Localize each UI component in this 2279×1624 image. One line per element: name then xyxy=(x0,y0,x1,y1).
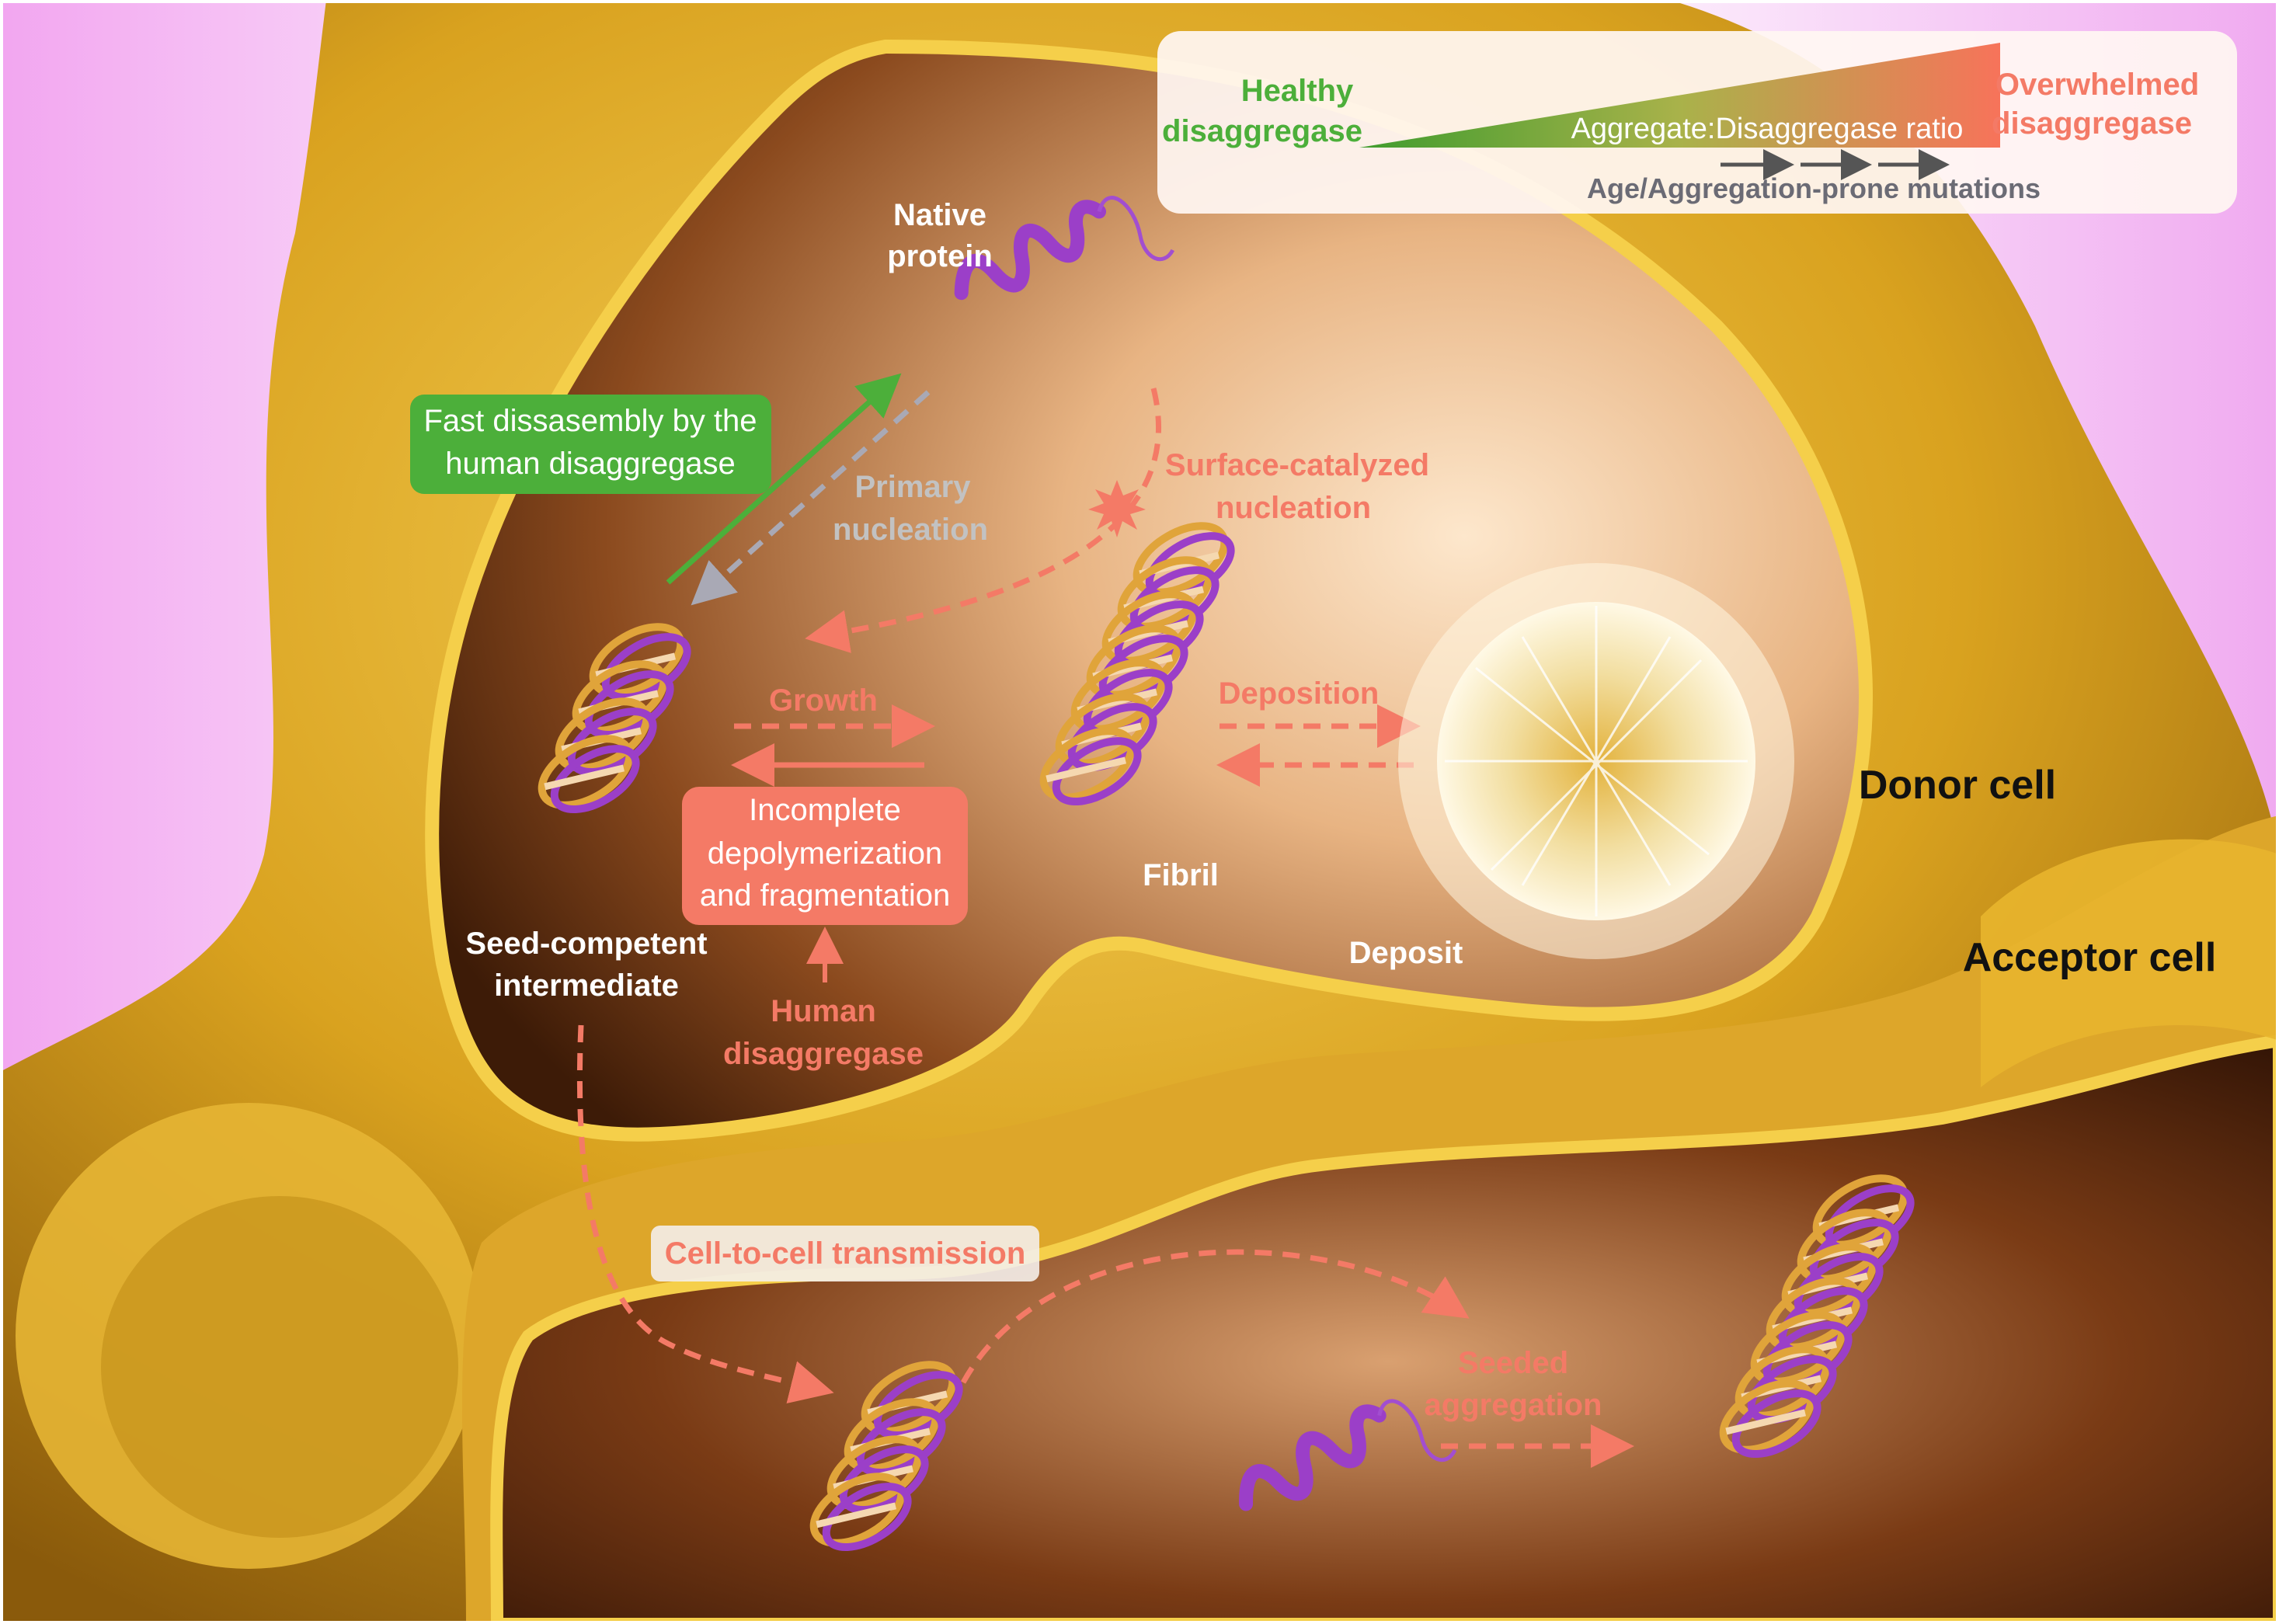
label-primary-nucleation: Primary xyxy=(855,470,972,504)
label-surface-nucleation: Surface-catalyzed xyxy=(1165,448,1429,482)
label-seeded-aggregation-2: aggregation xyxy=(1425,1388,1602,1422)
label-fibril: Fibril xyxy=(1143,858,1219,892)
label-primary-nucleation-2: nucleation xyxy=(833,513,988,547)
nucleation-star xyxy=(1088,480,1146,537)
label-human-disaggregase: Human xyxy=(771,994,876,1028)
label-deposition: Deposition xyxy=(1219,676,1380,711)
legend-panel: Healthy disaggregase Aggregate:Disaggreg… xyxy=(1157,31,2237,214)
label-native-protein: Native xyxy=(893,198,986,232)
ratio-wedge xyxy=(1359,43,2000,148)
label-transmission: Cell-to-cell transmission xyxy=(665,1236,1026,1271)
label-seed-competent: Seed-competent xyxy=(465,927,707,961)
legend-age: Age/Aggregation-prone mutations xyxy=(1587,172,2041,204)
incomplete-line2: depolymerization xyxy=(708,836,942,871)
fast-disassembly-box: Fast dissasembly by the human disaggrega… xyxy=(410,395,771,494)
label-seeded-aggregation: Seeded xyxy=(1458,1346,1568,1380)
fast-disassembly-line2: human disaggregase xyxy=(445,447,736,481)
label-acceptor-cell: Acceptor cell xyxy=(1963,935,2217,980)
legend-healthy-2: disaggregase xyxy=(1162,114,1362,148)
legend-ratio: Aggregate:Disaggregase ratio xyxy=(1571,113,1964,145)
seeded-aggregation-arc xyxy=(960,1249,1470,1384)
label-growth: Growth xyxy=(769,683,878,718)
incomplete-line1: Incomplete xyxy=(749,793,901,827)
label-donor-cell: Donor cell xyxy=(1859,763,2056,808)
fast-disassembly-arrow xyxy=(666,373,902,585)
label-human-disaggregase-2: disaggregase xyxy=(723,1037,924,1071)
label-deposit: Deposit xyxy=(1349,936,1463,970)
deposit-aggregate xyxy=(1398,563,1794,959)
legend-overwhelmed-2: disaggregase xyxy=(1992,106,2192,141)
fast-disassembly-line1: Fast dissasembly by the xyxy=(423,404,757,438)
acceptor-lobe-shade xyxy=(101,1196,458,1538)
label-native-protein-2: protein xyxy=(887,239,993,273)
incomplete-depolymerization-box: Incomplete depolymerization and fragment… xyxy=(682,787,968,925)
transmission-arrow xyxy=(576,1024,834,1403)
legend-overwhelmed: Overwhelmed xyxy=(1995,68,2199,102)
incomplete-line3: and fragmentation xyxy=(700,878,950,913)
transmission-box: Cell-to-cell transmission xyxy=(651,1226,1039,1281)
label-seed-competent-2: intermediate xyxy=(494,968,679,1003)
label-surface-nucleation-2: nucleation xyxy=(1216,491,1371,525)
primary-nucleation-arrow xyxy=(691,390,931,606)
acceptor-bulge xyxy=(1981,839,2279,1087)
legend-healthy: Healthy xyxy=(1241,74,1354,108)
